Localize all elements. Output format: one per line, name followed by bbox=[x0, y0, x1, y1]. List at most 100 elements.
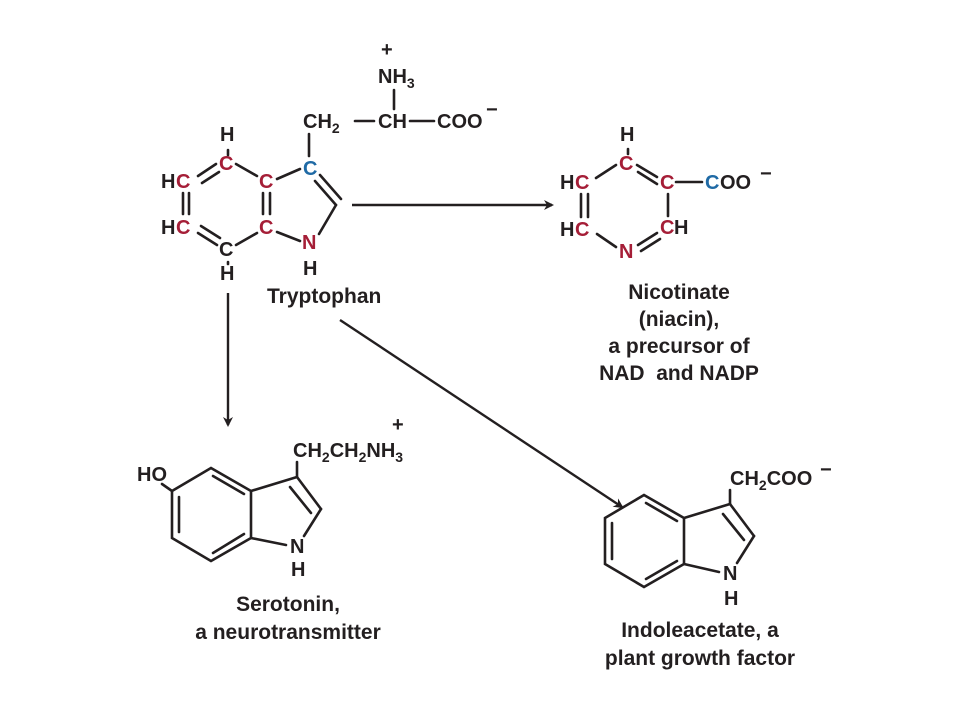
chemical-bond bbox=[275, 167, 302, 181]
atom-label-part: CH bbox=[293, 440, 322, 462]
chemical-bond bbox=[603, 493, 686, 589]
serotonin-side-chain: CH2CH2NH3 bbox=[293, 440, 403, 465]
chemical-bond bbox=[160, 482, 174, 493]
chemical-bond bbox=[275, 230, 302, 243]
atom-label-part: 3 bbox=[395, 449, 403, 465]
atom-label-part: COO bbox=[767, 468, 813, 490]
chemical-bond bbox=[682, 562, 721, 574]
nicotinate-label-2: (niacin), bbox=[639, 308, 720, 331]
chemical-bond bbox=[196, 162, 218, 178]
nicotinate-c3: C bbox=[660, 172, 674, 194]
tryptophan-n: N bbox=[302, 232, 316, 254]
atom-label-part: NH bbox=[366, 440, 395, 462]
tryptophan-ch2: CH2 bbox=[303, 111, 340, 136]
chemical-bond bbox=[170, 466, 253, 563]
atom-label-part: 2 bbox=[759, 477, 767, 493]
indoleacetate-h: H bbox=[724, 588, 738, 610]
nicotinate-minus: − bbox=[760, 163, 772, 185]
nicotinate-h3: H bbox=[674, 217, 688, 239]
serotonin-label-1: Serotonin, bbox=[236, 593, 340, 616]
tryptophan-coo-minus: − bbox=[486, 99, 498, 121]
indoleacetate-label-1: Indoleacetate, a bbox=[621, 619, 779, 642]
chemical-bond bbox=[318, 173, 343, 201]
chemical-bond bbox=[636, 170, 659, 186]
atom-label-part: CH bbox=[730, 468, 759, 490]
indoleacetate-structure: CH2COO − N H Indoleacetate, a plant grow… bbox=[603, 459, 832, 670]
serotonin-ho: HO bbox=[137, 464, 167, 486]
tryptophan-hc2-h: H bbox=[161, 217, 175, 239]
serotonin-structure: + CH2CH2NH3 HO N H Serotonin, a neurotra… bbox=[137, 414, 404, 644]
chemical-bond bbox=[199, 224, 222, 240]
chemical-bond bbox=[234, 231, 259, 247]
nicotinate-c4: C bbox=[660, 217, 674, 239]
chemical-bond bbox=[595, 232, 618, 249]
nicotinate-label-1: Nicotinate bbox=[628, 281, 730, 304]
chemical-bond bbox=[196, 231, 219, 247]
tryptophan-c3a: C bbox=[259, 171, 273, 193]
nicotinate-label-4: NAD and NADP bbox=[599, 362, 759, 385]
tryptophan-label: Tryptophan bbox=[267, 285, 381, 308]
chemical-bond bbox=[636, 231, 659, 247]
nicotinate-c-top: C bbox=[619, 153, 633, 175]
tryptophan-c3: C bbox=[303, 158, 317, 180]
atom-label-part: 2 bbox=[359, 449, 367, 465]
chemical-bond bbox=[249, 536, 288, 547]
nicotinate-h-top: H bbox=[620, 124, 634, 146]
chemical-bond bbox=[594, 163, 618, 180]
chemical-bond bbox=[728, 502, 756, 538]
chemical-bond bbox=[639, 237, 662, 253]
chemical-bond bbox=[295, 475, 323, 511]
tryptophan-h-bottom: H bbox=[220, 263, 234, 285]
nicotinate-coo-c: C bbox=[705, 172, 719, 194]
indoleacetate-side-chain: CH2COO bbox=[730, 468, 812, 493]
atom-label-part: 2 bbox=[322, 449, 330, 465]
serotonin-h: H bbox=[291, 559, 305, 581]
tryptophan-c7a: C bbox=[259, 217, 273, 239]
nicotinate-n: N bbox=[619, 241, 633, 263]
tryptophan-structure: + NH3 CH2 CH COO − H C H C C C H C C C H… bbox=[161, 39, 498, 308]
chemical-bond bbox=[644, 559, 679, 581]
chemical-bond bbox=[317, 203, 338, 236]
chemical-bond bbox=[249, 475, 299, 493]
tryptophan-coo: COO bbox=[437, 111, 483, 133]
nicotinate-structure: H C H C C C OO − H C C H N Nicotinate (n… bbox=[560, 124, 772, 385]
chemical-bond bbox=[211, 474, 246, 496]
tryptophan-charge: + bbox=[381, 39, 393, 61]
chemical-bond bbox=[211, 532, 246, 555]
tryptophan-hc2-c: C bbox=[176, 217, 190, 239]
chemical-bond bbox=[200, 170, 221, 185]
chemical-bond bbox=[288, 485, 313, 515]
indoleacetate-minus: − bbox=[820, 459, 832, 481]
tryptophan-h-n: H bbox=[303, 258, 317, 280]
indoleacetate-n: N bbox=[723, 563, 737, 585]
serotonin-n: N bbox=[290, 536, 304, 558]
nicotinate-h2: H bbox=[560, 219, 574, 241]
nicotinate-h1: H bbox=[560, 172, 574, 194]
nicotinate-label-3: a precursor of bbox=[608, 335, 750, 358]
tryptophan-nh3: NH3 bbox=[378, 66, 415, 91]
atom-label-part: 2 bbox=[332, 120, 340, 136]
tryptophan-hc1-c: C bbox=[176, 171, 190, 193]
serotonin-charge: + bbox=[392, 414, 404, 436]
chemical-bond bbox=[635, 163, 659, 179]
atom-label-part: 3 bbox=[407, 75, 415, 91]
nicotinate-c1: C bbox=[575, 172, 589, 194]
chemical-bond bbox=[313, 179, 338, 207]
chemical-bond bbox=[234, 162, 259, 178]
chemical-bond bbox=[721, 512, 746, 542]
tryptophan-h-top: H bbox=[220, 124, 234, 146]
chemical-bond bbox=[644, 501, 679, 523]
atom-label-part: CH bbox=[303, 111, 332, 133]
chemical-bond bbox=[735, 534, 756, 565]
chemical-bond bbox=[682, 502, 732, 520]
chemical-bond bbox=[302, 507, 323, 538]
nicotinate-coo-rest: OO bbox=[720, 172, 751, 194]
tryptophan-hc1-h: H bbox=[161, 171, 175, 193]
arrow-to-indoleacetate bbox=[339, 318, 624, 509]
nicotinate-c2: C bbox=[575, 219, 589, 241]
serotonin-label-2: a neurotransmitter bbox=[195, 621, 381, 644]
atom-label-part: NH bbox=[378, 66, 407, 88]
atom-label-part: CH bbox=[330, 440, 359, 462]
tryptophan-c-bottom: C bbox=[219, 239, 233, 261]
